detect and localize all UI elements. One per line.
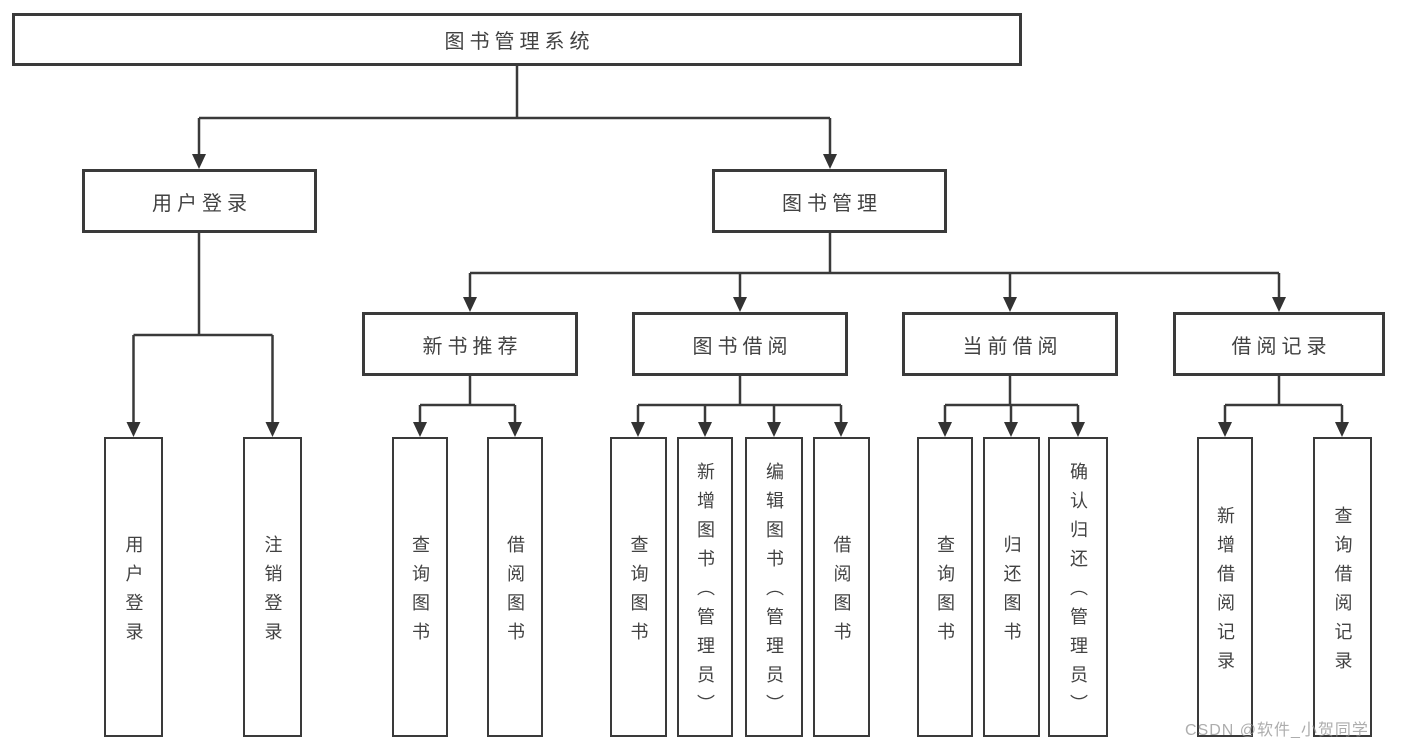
node-label: 注销登录 [262,534,283,651]
node-borrow-records: 借阅记录 [1173,312,1385,376]
node-label: 借阅记录 [1231,335,1332,358]
node-label: 借阅图书 [505,534,525,651]
node-book-borrow: 图书借阅 [632,312,848,376]
node-label: 查询借阅记录 [1332,505,1353,680]
node-new-book-recommend: 新书推荐 [362,312,578,376]
node-book-management: 图书管理 [712,169,947,233]
node-leaf-borrow-books-1: 借阅图书 [487,437,543,737]
node-user-login: 用户登录 [82,169,317,233]
node-leaf-logout: 注销登录 [243,437,302,737]
node-leaf-query-books-1: 查询图书 [392,437,448,737]
node-label: 新书推荐 [422,335,523,358]
node-label: 新增图书（管理员） [695,462,715,723]
node-label: 图书管理系统 [444,31,595,53]
node-label: 用户登录 [123,534,144,651]
csdn-watermark: CSDN @软件_小贺同学 [1185,722,1369,739]
node-label: 借阅图书 [831,534,852,651]
node-library-management-system: 图书管理系统 [12,13,1022,66]
node-label: 查询图书 [628,534,649,651]
node-leaf-query-books-3: 查询图书 [917,437,973,737]
node-leaf-confirm-return-admin: 确认归还（管理员） [1048,437,1108,737]
node-leaf-return-books: 归还图书 [983,437,1040,737]
node-leaf-query-books-2: 查询图书 [610,437,667,737]
node-label: 用户登录 [152,192,252,215]
node-label: 查询图书 [410,534,430,651]
node-leaf-add-borrow-record: 新增借阅记录 [1197,437,1253,737]
node-leaf-borrow-books-2: 借阅图书 [813,437,870,737]
node-leaf-user-login: 用户登录 [104,437,163,737]
node-label: 图书管理 [782,192,882,215]
node-label: 查询图书 [935,534,955,651]
node-leaf-query-borrow-record: 查询借阅记录 [1313,437,1372,737]
node-leaf-add-books-admin: 新增图书（管理员） [677,437,733,737]
node-label: 当前借阅 [962,335,1063,358]
node-label: 编辑图书（管理员） [764,462,784,723]
node-label: 归还图书 [1001,534,1022,651]
node-label: 新增借阅记录 [1215,505,1235,680]
node-label: 确认归还（管理员） [1068,462,1088,723]
node-leaf-edit-books-admin: 编辑图书（管理员） [745,437,803,737]
node-label: 图书借阅 [692,335,793,358]
node-current-borrow: 当前借阅 [902,312,1118,376]
